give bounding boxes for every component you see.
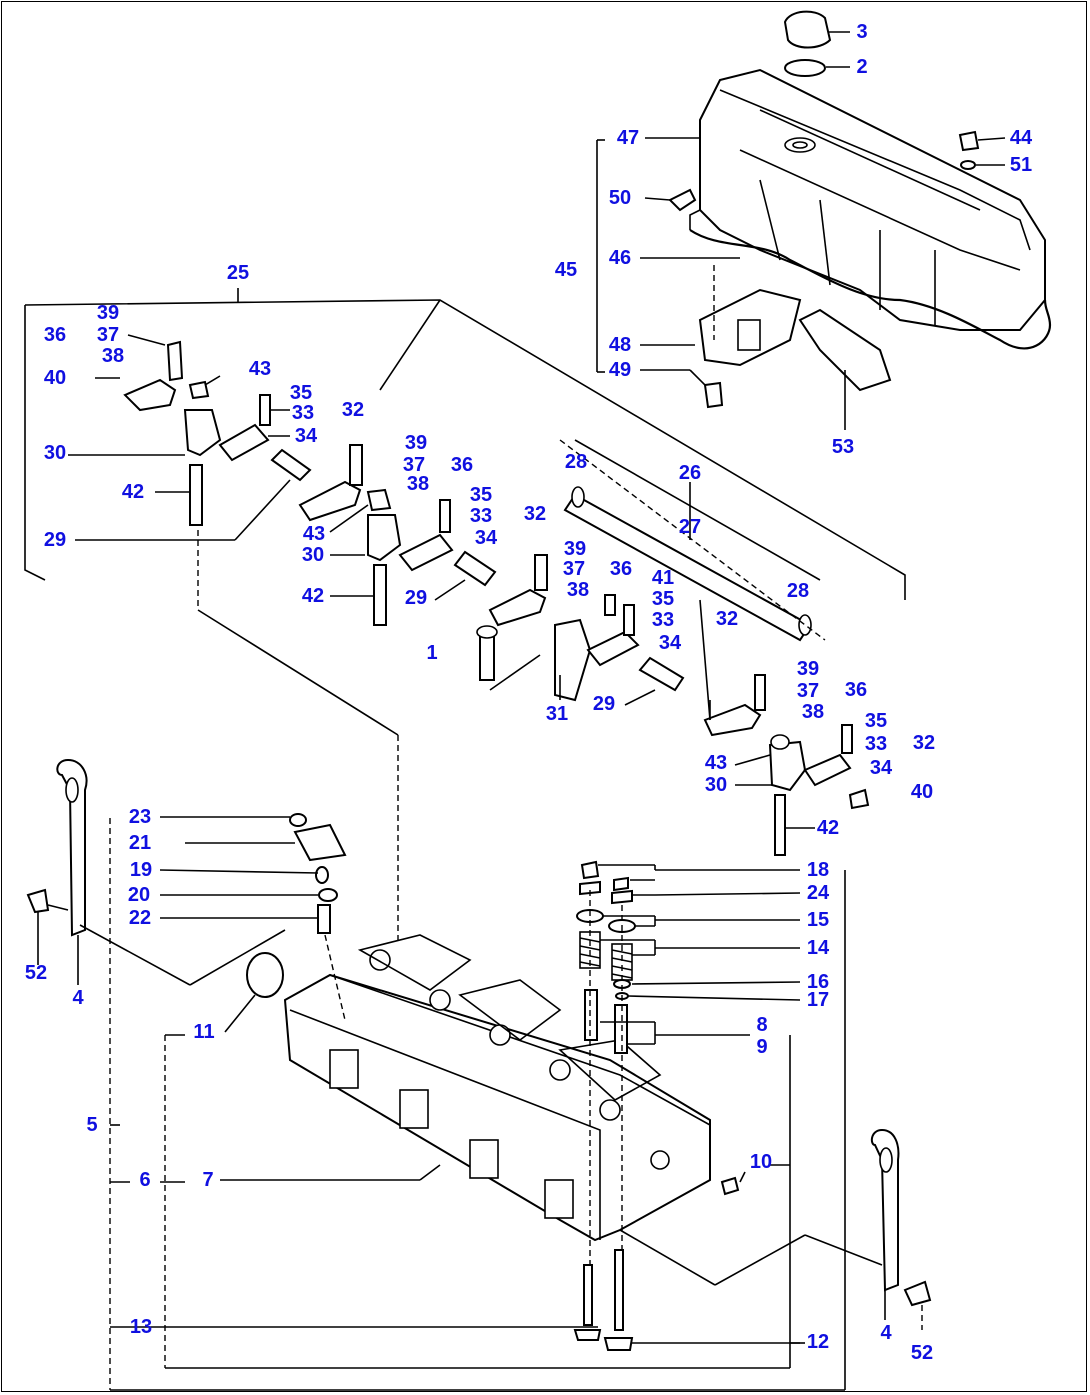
callout-42: 42 [816,817,840,839]
callout-36: 36 [844,679,868,701]
callout-14: 14 [806,937,830,959]
callout-43: 43 [704,752,728,774]
callout-46: 46 [608,247,632,269]
callout-30: 30 [43,442,67,464]
callout-6: 6 [139,1169,151,1191]
callout-37: 37 [402,454,426,476]
callout-52: 52 [910,1342,934,1364]
callout-42: 42 [121,481,145,503]
kit-brackets [109,818,846,1391]
callout-35: 35 [651,588,675,610]
callout-39: 39 [563,538,587,560]
callout-45: 45 [554,259,578,281]
callout-32: 32 [715,608,739,630]
callout-51: 51 [1009,154,1033,176]
callout-40: 40 [910,781,934,803]
callout-25: 25 [226,262,250,284]
callout-29: 29 [592,693,616,715]
callout-43: 43 [302,523,326,545]
callout-37: 37 [96,324,120,346]
callout-33: 33 [469,505,493,527]
callout-8: 8 [756,1014,768,1036]
callout-13: 13 [129,1316,153,1338]
callout-39: 39 [96,302,120,324]
callout-23: 23 [128,806,152,828]
callout-7: 7 [202,1169,214,1191]
callout-38: 38 [101,345,125,367]
callout-36: 36 [450,454,474,476]
callout-26: 26 [678,462,702,484]
callout-47: 47 [616,127,640,149]
callout-49: 49 [608,359,632,381]
valve-cover [596,10,1052,430]
callout-28: 28 [564,451,588,473]
callout-38: 38 [801,701,825,723]
cylinder-head [220,934,746,1242]
callout-35: 35 [289,382,313,404]
callout-39: 39 [796,658,820,680]
callout-44: 44 [1009,127,1033,149]
callout-4: 4 [880,1322,892,1344]
callout-53: 53 [831,436,855,458]
callout-28: 28 [786,580,810,602]
callout-18: 18 [806,859,830,881]
rocker-shaft-assembly [24,288,906,940]
callout-11: 11 [193,1021,215,1043]
callout-1: 1 [426,642,438,664]
callout-32: 32 [523,503,547,525]
callout-27: 27 [678,516,702,538]
callout-21: 21 [128,832,152,854]
callout-37: 37 [562,558,586,580]
callout-48: 48 [608,334,632,356]
callout-4: 4 [72,987,84,1009]
callout-15: 15 [806,909,830,931]
callout-36: 36 [43,324,67,346]
callout-22: 22 [128,907,152,929]
callout-52: 52 [24,962,48,984]
valve-train [110,860,801,1351]
callout-40: 40 [43,367,67,389]
callout-50: 50 [608,187,632,209]
lifting-hooks [26,758,932,1330]
callout-39: 39 [404,432,428,454]
callout-29: 29 [404,587,428,609]
callout-17: 17 [806,989,830,1011]
callout-29: 29 [43,529,67,551]
callout-34: 34 [294,425,318,447]
callout-32: 32 [912,732,936,754]
callout-3: 3 [856,21,868,43]
callout-38: 38 [406,473,430,495]
callout-43: 43 [248,358,272,380]
callout-2: 2 [856,56,868,78]
callout-20: 20 [127,884,151,906]
callout-38: 38 [566,579,590,601]
callout-41: 41 [651,567,675,589]
callout-36: 36 [609,558,633,580]
callout-35: 35 [469,484,493,506]
callout-32: 32 [341,399,365,421]
callout-30: 30 [704,774,728,796]
callout-35: 35 [864,710,888,732]
callout-33: 33 [651,609,675,631]
callout-34: 34 [869,757,893,779]
callout-34: 34 [658,632,682,654]
callout-9: 9 [756,1036,768,1058]
callout-37: 37 [796,680,820,702]
callout-34: 34 [474,527,498,549]
callout-33: 33 [291,402,315,424]
injector-group [159,813,347,1021]
callout-30: 30 [301,544,325,566]
callout-16: 16 [806,971,830,993]
callout-42: 42 [301,585,325,607]
callout-33: 33 [864,733,888,755]
callout-12: 12 [806,1331,830,1353]
callout-5: 5 [86,1114,98,1136]
callout-24: 24 [806,882,830,904]
callout-10: 10 [749,1151,773,1173]
callout-31: 31 [545,703,569,725]
callout-19: 19 [129,859,153,881]
